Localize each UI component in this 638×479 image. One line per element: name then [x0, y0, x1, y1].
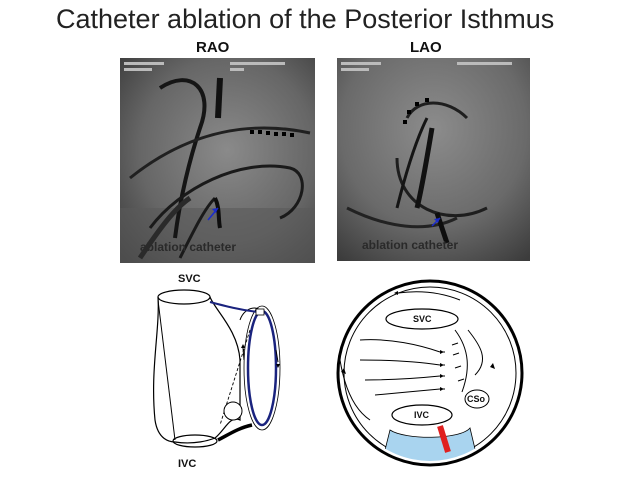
diagram-right-cs-label: CSo [467, 394, 485, 404]
rao-label: RAO [196, 39, 229, 56]
rao-fluoroscopy-image: ablation catheter [120, 58, 315, 263]
rao-caption: ablation catheter [140, 240, 236, 254]
lao-label: LAO [410, 39, 442, 56]
lao-fluoroscopy-drawing [337, 58, 530, 261]
slide-title: Catheter ablation of the Posterior Isthm… [56, 4, 554, 35]
lao-fluoroscopy-image: ablation catheter [337, 58, 530, 261]
diagram-left-ivc-label: IVC [178, 458, 196, 470]
rao-fluoroscopy-drawing [120, 58, 315, 263]
lao-caption: ablation catheter [362, 238, 458, 252]
diagram-right-ivc-label: IVC [414, 410, 429, 420]
diagram-right-svc-label: SVC [413, 314, 432, 324]
ablation-line-mark [440, 426, 448, 452]
diagram-left-svc-label: SVC [178, 273, 201, 285]
